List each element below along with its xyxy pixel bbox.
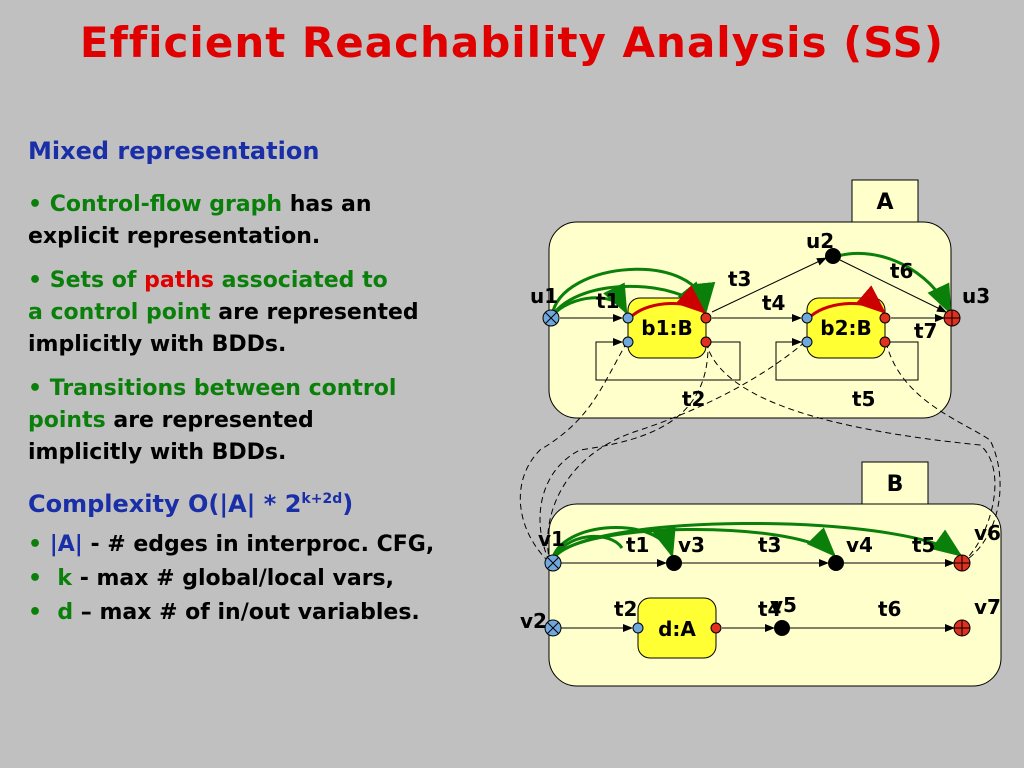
trans-a-t3: t3 <box>728 267 751 291</box>
node-v6-label: v6 <box>974 521 1001 545</box>
paths-term-1: Sets of <box>49 268 145 293</box>
block-b2-label: b2:B <box>820 316 871 340</box>
call-link-3 <box>547 341 806 564</box>
text-column: Mixed representation • Control-flow grap… <box>28 135 518 630</box>
bullet-text: – max # of in/out variables. <box>73 600 420 625</box>
bullet-dot: • <box>28 192 50 217</box>
return-link-1 <box>705 341 996 564</box>
proc-a-tab <box>851 179 919 223</box>
trans-a-t7: t7 <box>914 319 937 343</box>
trans-text-2: implicitly with BDDs. <box>28 440 287 465</box>
trans-text: are represented <box>105 408 314 433</box>
complexity-bullet-d: • d – max # of in/out variables. <box>28 600 420 625</box>
trans-a-t1: t1 <box>596 289 619 313</box>
complexity-sup: k+2d <box>301 491 343 507</box>
trans-a-t6: t6 <box>890 259 913 283</box>
paths-term-3: a control point <box>28 300 211 325</box>
trans-term-1: Transitions between control <box>49 376 397 401</box>
bullet-dot: • <box>28 268 50 293</box>
node-v2-label: v2 <box>520 609 547 633</box>
section-heading-complexity: Complexity O(|A| * 2k+2d) <box>28 483 518 520</box>
trans-b-t5: t5 <box>912 533 935 557</box>
proc-a-label: A <box>876 190 893 215</box>
node-v4 <box>828 555 844 571</box>
call-link-2 <box>539 341 709 564</box>
block-d-label: d:A <box>658 617 696 641</box>
return-link-2 <box>885 341 1001 564</box>
bullet-text: - # edges in interproc. CFG, <box>82 532 435 557</box>
trans-b-t4: t4 <box>758 597 781 621</box>
bullet-symbol: d <box>57 600 74 625</box>
cfg-term: Control-flow graph <box>49 192 283 217</box>
proc-b-label: B <box>887 472 904 497</box>
slide-title: Efficient Reachability Analysis (SS) <box>79 18 945 67</box>
paths-term-red: paths <box>144 268 214 293</box>
trans-b-t3: t3 <box>758 533 781 557</box>
proc-a-panel <box>548 221 952 419</box>
node-v7-label: v7 <box>974 595 1001 619</box>
paths-text-2: implicitly with BDDs. <box>28 332 287 357</box>
paragraph-cfg: • Control-flow graph has an explicit rep… <box>28 189 518 253</box>
section-heading-mixed: Mixed representation <box>28 137 320 165</box>
node-v5 <box>774 620 790 636</box>
trans-b-t1: t1 <box>626 533 649 557</box>
trans-a-t2: t2 <box>682 387 705 411</box>
paths-text: are represented <box>210 300 419 325</box>
block-b1-label: b1:B <box>641 316 692 340</box>
trans-b-t6: t6 <box>878 597 901 621</box>
complexity-bullet-k: • k - max # global/local vars, <box>28 566 394 591</box>
cfg-text-2: explicit representation. <box>28 224 321 249</box>
trans-term-2: points <box>28 408 106 433</box>
cfg-text: has an <box>282 192 372 217</box>
node-u2 <box>825 248 841 264</box>
bullet-symbol: k <box>57 566 73 591</box>
trans-a-t4: t4 <box>762 291 785 315</box>
trans-b-t2: t2 <box>614 597 637 621</box>
proc-b-tab <box>861 461 929 505</box>
paragraph-transitions: • Transitions between control points are… <box>28 373 518 469</box>
trans-a-t5: t5 <box>852 387 875 411</box>
node-v3 <box>666 555 682 571</box>
node-u2-label: u2 <box>806 229 834 253</box>
paragraph-paths: • Sets of paths associated to a control … <box>28 265 518 361</box>
complexity-close: ) <box>342 490 354 518</box>
complexity-text: Complexity O(|A| * 2 <box>28 490 302 518</box>
node-u1-label: u1 <box>530 284 558 308</box>
bullet-symbol: |A| <box>49 532 83 557</box>
node-v1-label: v1 <box>538 527 565 551</box>
complexity-bullet-a: • |A| - # edges in interproc. CFG, <box>28 532 435 557</box>
node-v5-label: v5 <box>770 593 797 617</box>
node-v3-label: v3 <box>678 533 705 557</box>
node-v4-label: v4 <box>846 533 873 557</box>
paths-term-2: associated to <box>214 268 388 293</box>
bullet-dot: • <box>28 376 50 401</box>
bullet-text: - max # global/local vars, <box>72 566 394 591</box>
node-u3-label: u3 <box>962 284 990 308</box>
